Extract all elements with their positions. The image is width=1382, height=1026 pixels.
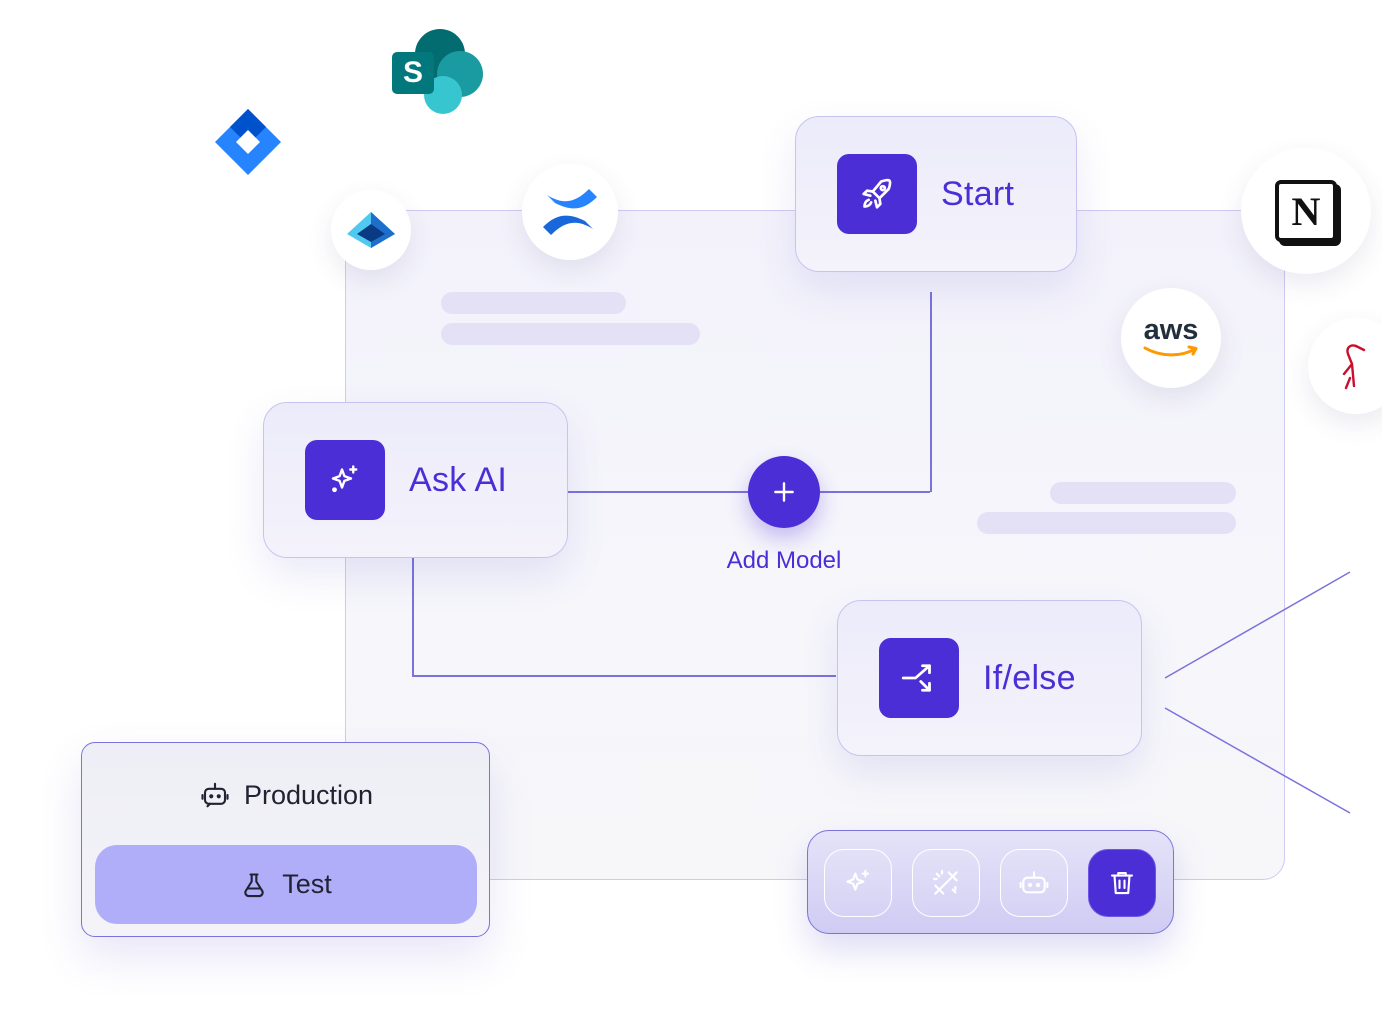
rocket-icon xyxy=(837,154,917,234)
edit-tool-button[interactable] xyxy=(912,849,980,917)
env-production-option[interactable]: Production xyxy=(82,773,491,817)
wand-icon xyxy=(932,869,958,895)
aws-text: aws xyxy=(1143,314,1199,346)
notion-letter: N xyxy=(1291,188,1321,234)
jira-logo xyxy=(214,108,282,176)
bot-icon xyxy=(1019,871,1049,894)
sharepoint-letter: S xyxy=(402,56,423,89)
node-toolbar xyxy=(807,830,1174,934)
environment-switcher: Production Test xyxy=(81,742,490,937)
azure-logo xyxy=(331,190,411,270)
connector-to-if-else xyxy=(412,675,836,677)
env-production-label: Production xyxy=(243,779,374,810)
sparkle-icon xyxy=(305,440,385,520)
sparkle-icon xyxy=(846,869,870,891)
env-test-label: Test xyxy=(282,869,332,899)
node-if-else-label: If/else xyxy=(983,658,1076,697)
add-model-button[interactable] xyxy=(748,456,820,528)
plus-icon xyxy=(774,482,794,502)
node-ask-ai-label: Ask AI xyxy=(409,460,508,499)
aws-logo: aws xyxy=(1121,288,1221,388)
node-start-label: Start xyxy=(941,174,1015,213)
ai-tool-button[interactable] xyxy=(824,849,892,917)
flask-icon xyxy=(244,872,264,897)
placeholder-line xyxy=(977,512,1236,534)
bird-logo xyxy=(1308,318,1382,414)
add-model-label: Add Model xyxy=(726,547,842,574)
connector-ask-ai-down xyxy=(412,557,414,676)
trash-icon xyxy=(1110,871,1134,895)
node-ask-ai[interactable]: Ask AI xyxy=(263,402,568,558)
placeholder-line xyxy=(441,323,700,345)
env-test-option[interactable]: Test xyxy=(95,845,477,924)
placeholder-line xyxy=(1050,482,1236,504)
confluence-logo xyxy=(522,164,618,260)
notion-logo: N xyxy=(1241,148,1371,274)
branch-icon xyxy=(879,638,959,718)
node-start[interactable]: Start xyxy=(795,116,1077,272)
delete-tool-button[interactable] xyxy=(1088,849,1156,917)
placeholder-line xyxy=(441,292,626,314)
bot-icon xyxy=(201,782,229,808)
connector-start-down xyxy=(930,292,932,492)
bot-tool-button[interactable] xyxy=(1000,849,1068,917)
node-if-else[interactable]: If/else xyxy=(837,600,1142,756)
sharepoint-logo: S xyxy=(390,28,486,118)
